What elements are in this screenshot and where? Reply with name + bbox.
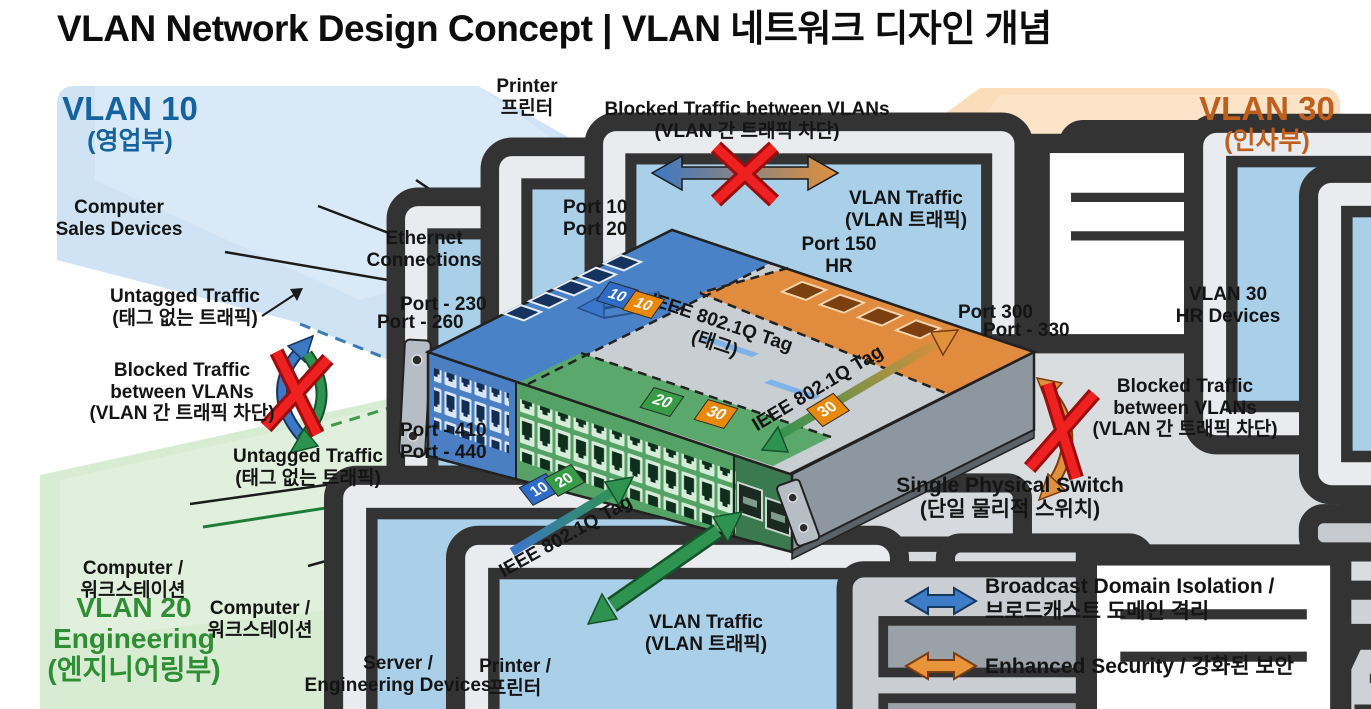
legend-arrow-security — [904, 651, 978, 681]
blocked-x-icon — [1023, 381, 1101, 481]
legend-security-label: Enhanced Security / 강화된 보안 — [985, 655, 1294, 678]
vlan-traffic-arrow-green — [586, 511, 744, 625]
blocked-arrow-top — [650, 141, 840, 207]
legend-broadcast-line2: 브로드캐스트 도메인 격리 — [985, 600, 1210, 623]
computer-ws2-label: Computer /워크스테이션 — [207, 598, 313, 641]
vlan10-dept: (영업부) — [87, 127, 173, 155]
printer-20-label: Printer /프린터 — [479, 656, 551, 699]
ieee-tag-arrow-right — [760, 329, 960, 453]
blocked-top-label: Blocked Traffic between VLANs(VLAN 간 트래픽… — [604, 99, 890, 142]
computer-ws1-label: Computer /워크스테이션 — [80, 558, 186, 601]
ieee-tag-arrow-bottom — [509, 475, 635, 556]
single-switch-label: Single Physical Switch(단일 물리적 스위치) — [896, 474, 1124, 521]
port-230-line1: Port - 230 — [400, 294, 487, 315]
vlan10-title: VLAN 10 — [62, 90, 198, 127]
blocked-x-icon — [260, 348, 334, 438]
vlan20-title: VLAN 20 — [76, 592, 192, 623]
page-title: VLAN Network Design Concept | VLAN 네트워크 … — [57, 8, 1052, 49]
server-label: Server /Engineering Devices — [304, 653, 492, 696]
vlan20-dept: (엔지니어링부) — [47, 654, 221, 685]
blocked-arrow-right — [1023, 376, 1101, 502]
port-230-line2: Port - 260 — [377, 312, 464, 333]
port-300-line2: Port - 330 — [983, 320, 1070, 341]
top-dashed-separators — [527, 261, 949, 439]
vlan-traffic-30-label: VLAN Traffic(VLAN 트래픽) — [844, 188, 968, 231]
vlan30-title: VLAN 30 — [1199, 90, 1335, 127]
untagged-20-label: Untagged Traffic(태그 없는 트래픽) — [233, 446, 383, 489]
top-ports — [501, 254, 943, 400]
blocked-x-icon — [710, 141, 780, 207]
vlan-traffic-20-label: VLAN Traffic(VLAN 트래픽) — [644, 612, 768, 655]
legend-arrow-broadcast — [904, 586, 978, 616]
vlan20-line2: Engineering — [53, 623, 215, 654]
untagged-10-label: Untagged Traffic(태그 없는 트래픽) — [110, 286, 260, 329]
vlan30-dept: (인사부) — [1224, 127, 1310, 155]
port-300-line1: Port 300 — [958, 302, 1033, 323]
legend-broadcast-line1: Broadcast Domain Isolation / — [985, 575, 1275, 598]
blocked-arrows-left — [260, 334, 334, 455]
switch-port-grid — [434, 368, 791, 538]
